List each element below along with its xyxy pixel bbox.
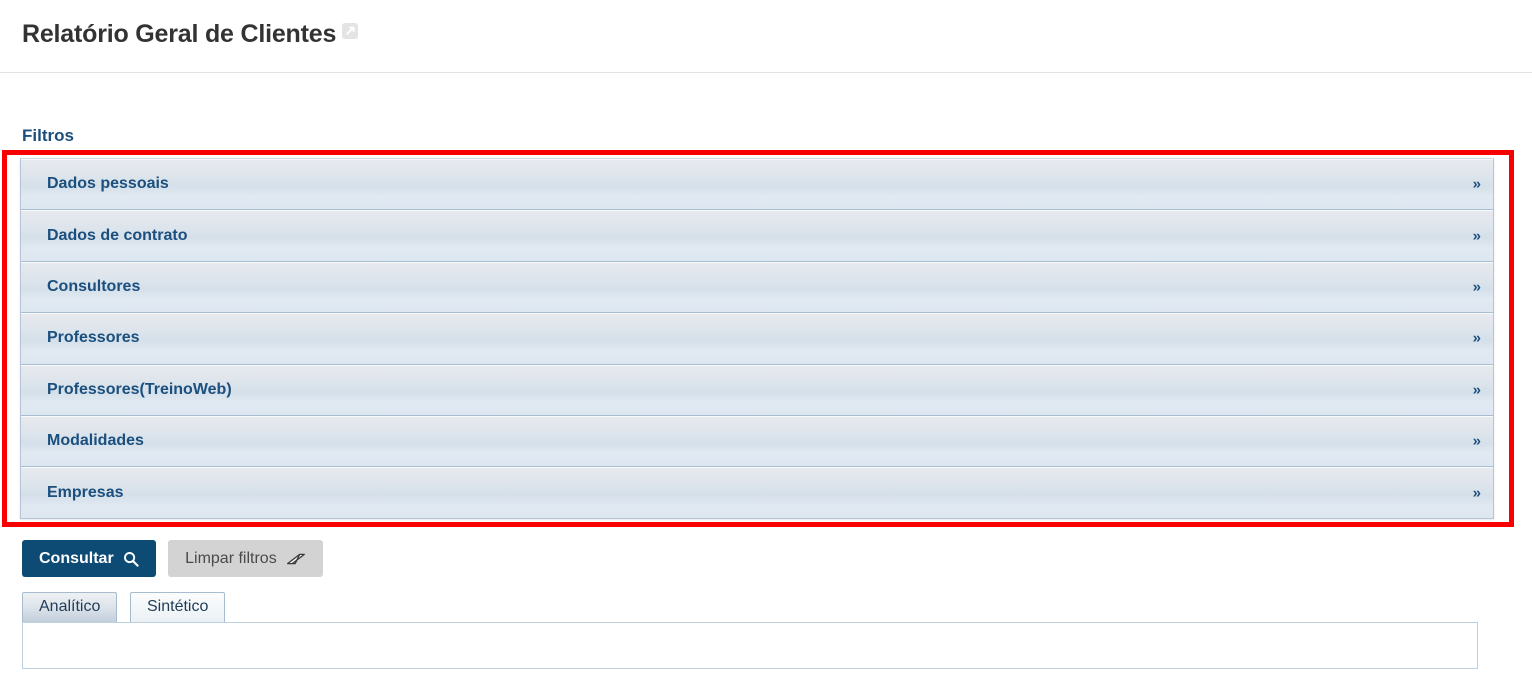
- accordion-item-label: Consultores: [47, 277, 141, 295]
- accordion-item-label: Empresas: [47, 484, 124, 502]
- eraser-icon: [286, 552, 306, 566]
- accordion-item-dados-de-contrato[interactable]: Dados de contrato »: [21, 210, 1493, 262]
- chevron-double-right-icon: »: [1472, 175, 1481, 193]
- limpar-filtros-button[interactable]: Limpar filtros: [168, 540, 323, 577]
- accordion-item-professores-treinoweb[interactable]: Professores(TreinoWeb) »: [21, 364, 1493, 416]
- tab-sintetico-label: Sintético: [147, 598, 209, 615]
- filters-accordion: Dados pessoais » Dados de contrato » Con…: [20, 158, 1494, 519]
- chevron-double-right-icon: »: [1472, 484, 1481, 502]
- accordion-item-label: Professores: [47, 329, 140, 347]
- page-title: Relatório Geral de Clientes: [22, 20, 359, 49]
- chevron-double-right-icon: »: [1472, 227, 1481, 245]
- page-title-text: Relatório Geral de Clientes: [22, 20, 337, 48]
- consultar-button[interactable]: Consultar: [22, 540, 156, 577]
- search-icon: [123, 551, 139, 567]
- chevron-double-right-icon: »: [1472, 329, 1481, 347]
- accordion-item-empresas[interactable]: Empresas »: [21, 467, 1493, 518]
- result-tabs: Analítico Sintético: [22, 592, 1478, 622]
- tab-analitico-label: Analítico: [39, 598, 101, 615]
- filter-actions: Consultar Limpar filtros: [22, 540, 323, 577]
- accordion-item-label: Dados pessoais: [47, 175, 169, 193]
- limpar-filtros-button-label: Limpar filtros: [185, 549, 277, 567]
- accordion-item-dados-pessoais[interactable]: Dados pessoais »: [21, 159, 1493, 211]
- accordion-item-label: Professores(TreinoWeb): [47, 380, 232, 398]
- accordion-item-label: Dados de contrato: [47, 226, 188, 244]
- tab-analitico[interactable]: Analítico: [22, 592, 118, 622]
- tab-sintetico[interactable]: Sintético: [130, 592, 226, 622]
- consultar-button-label: Consultar: [39, 549, 114, 567]
- accordion-item-label: Modalidades: [47, 432, 144, 450]
- chevron-double-right-icon: »: [1472, 278, 1481, 296]
- page-header: Relatório Geral de Clientes: [0, 0, 1532, 73]
- accordion-item-professores[interactable]: Professores »: [21, 313, 1493, 365]
- external-link-icon[interactable]: [342, 23, 359, 39]
- chevron-double-right-icon: »: [1472, 432, 1481, 450]
- filters-section-label: Filtros: [22, 126, 74, 145]
- chevron-double-right-icon: »: [1472, 381, 1481, 399]
- accordion-item-modalidades[interactable]: Modalidades »: [21, 415, 1493, 468]
- accordion-item-consultores[interactable]: Consultores »: [21, 261, 1493, 314]
- tab-content-panel: [22, 622, 1478, 669]
